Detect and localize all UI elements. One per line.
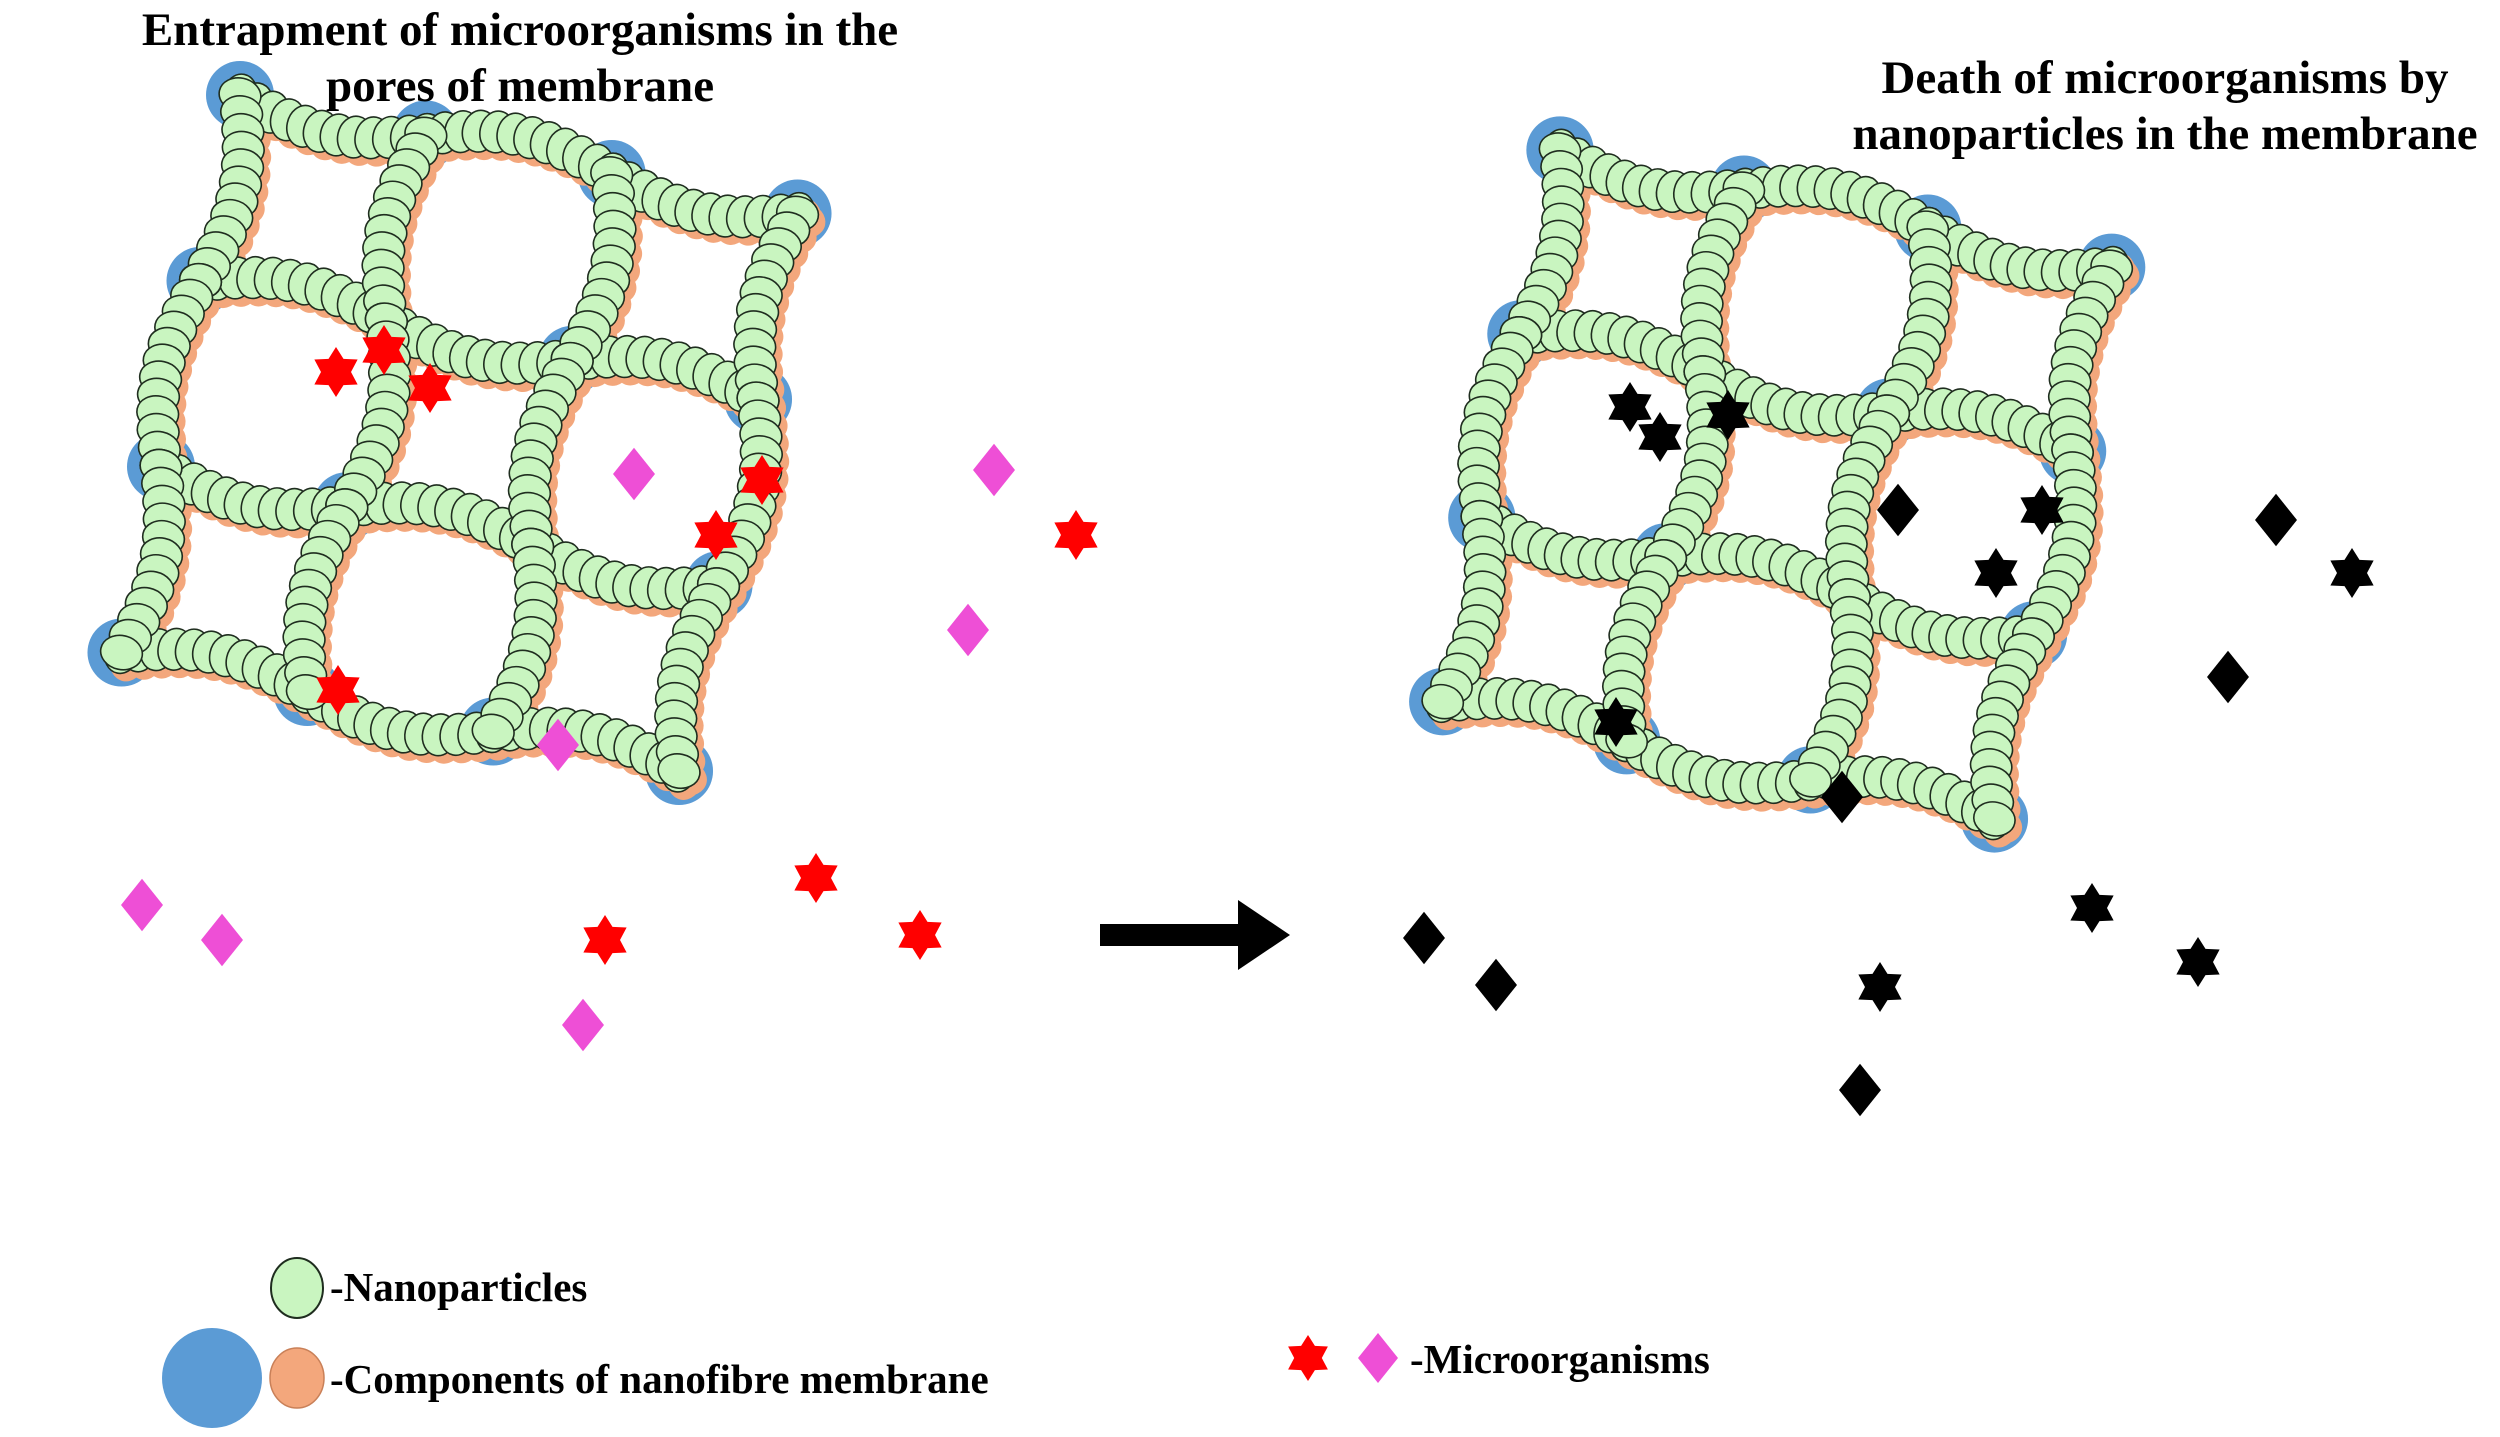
nanoparticle-icon bbox=[99, 634, 144, 671]
junction-node-icon bbox=[162, 1328, 262, 1428]
live-star-microorganism-icon bbox=[314, 347, 358, 397]
legend-microorganisms-label: -Microorganisms bbox=[1410, 1336, 1710, 1382]
dead-star-microorganism-icon bbox=[1974, 548, 2018, 598]
right-title-line-1: Death of microorganisms by bbox=[1881, 52, 2449, 104]
nanoparticle-icon bbox=[1421, 683, 1465, 720]
dead-diamond-microorganism-icon bbox=[1475, 958, 1517, 1012]
dead-star-microorganism-icon bbox=[1858, 962, 1902, 1012]
legend-components-label: -Components of nanofibre membrane bbox=[330, 1356, 989, 1402]
right-title: Death of microorganisms by nanoparticles… bbox=[1830, 50, 2500, 162]
nanoparticle-icon bbox=[1972, 801, 2016, 837]
nanoparticle-chains bbox=[99, 73, 820, 793]
dead-star-microorganism-icon bbox=[2330, 548, 2374, 598]
live-diamond-microorganism-icon bbox=[562, 998, 604, 1052]
left-membrane-network bbox=[87, 61, 832, 806]
left-title: Entrapment of microorganisms in the pore… bbox=[80, 2, 960, 114]
dead-diamond-microorganism-icon bbox=[1839, 1063, 1881, 1117]
fibre-components bbox=[1427, 135, 2140, 848]
live-star-microorganism-icon bbox=[1054, 510, 1098, 560]
live-star-microorganism-icon bbox=[583, 915, 627, 965]
live-diamond-microorganism-icon bbox=[201, 913, 243, 967]
legend-microorganism-swatch bbox=[1288, 1333, 1398, 1383]
live-star-microorganism-icon bbox=[794, 853, 838, 903]
star-microorganism-icon bbox=[1288, 1335, 1328, 1381]
legend-nanoparticles-label: -Nanoparticles bbox=[330, 1264, 588, 1310]
live-diamond-microorganism-icon bbox=[947, 603, 989, 657]
left-title-line-1: Entrapment of microorganisms in the bbox=[141, 4, 899, 56]
dead-diamond-microorganism-icon bbox=[1877, 483, 1919, 537]
dead-star-microorganism-icon bbox=[2070, 883, 2114, 933]
live-diamond-microorganism-icon bbox=[973, 443, 1015, 497]
dead-diamond-microorganism-icon bbox=[2207, 650, 2249, 704]
right-membrane-network bbox=[1409, 116, 2146, 853]
live-star-microorganism-icon bbox=[898, 910, 942, 960]
legend-nanoparticle-swatch bbox=[270, 1257, 324, 1319]
nanoparticle-icon bbox=[471, 713, 515, 750]
fibre-components bbox=[105, 80, 826, 800]
junction-nodes bbox=[87, 61, 832, 806]
nanoparticle-icon bbox=[270, 1257, 324, 1319]
nanoparticle-chains bbox=[1421, 128, 2134, 841]
dead-diamond-microorganism-icon bbox=[2255, 493, 2297, 547]
live-diamond-microorganism-icon bbox=[121, 878, 163, 932]
legend-components-swatch bbox=[162, 1328, 325, 1428]
fibre-component-icon bbox=[269, 1347, 325, 1409]
dead-diamond-microorganism-icon bbox=[1403, 911, 1445, 965]
dead-star-microorganism-icon bbox=[2176, 937, 2220, 987]
diamond-microorganism-icon bbox=[1358, 1333, 1398, 1383]
nanoparticle-icon bbox=[657, 753, 701, 790]
junction-nodes bbox=[1409, 116, 2146, 853]
left-title-line-2: pores of membrane bbox=[325, 60, 715, 112]
right-title-line-2: nanoparticles in the membrane bbox=[1852, 108, 2478, 160]
right-arrow-icon bbox=[1100, 900, 1290, 970]
nanoparticle-icon bbox=[1789, 762, 1832, 798]
live-diamond-microorganism-icon bbox=[613, 447, 655, 501]
